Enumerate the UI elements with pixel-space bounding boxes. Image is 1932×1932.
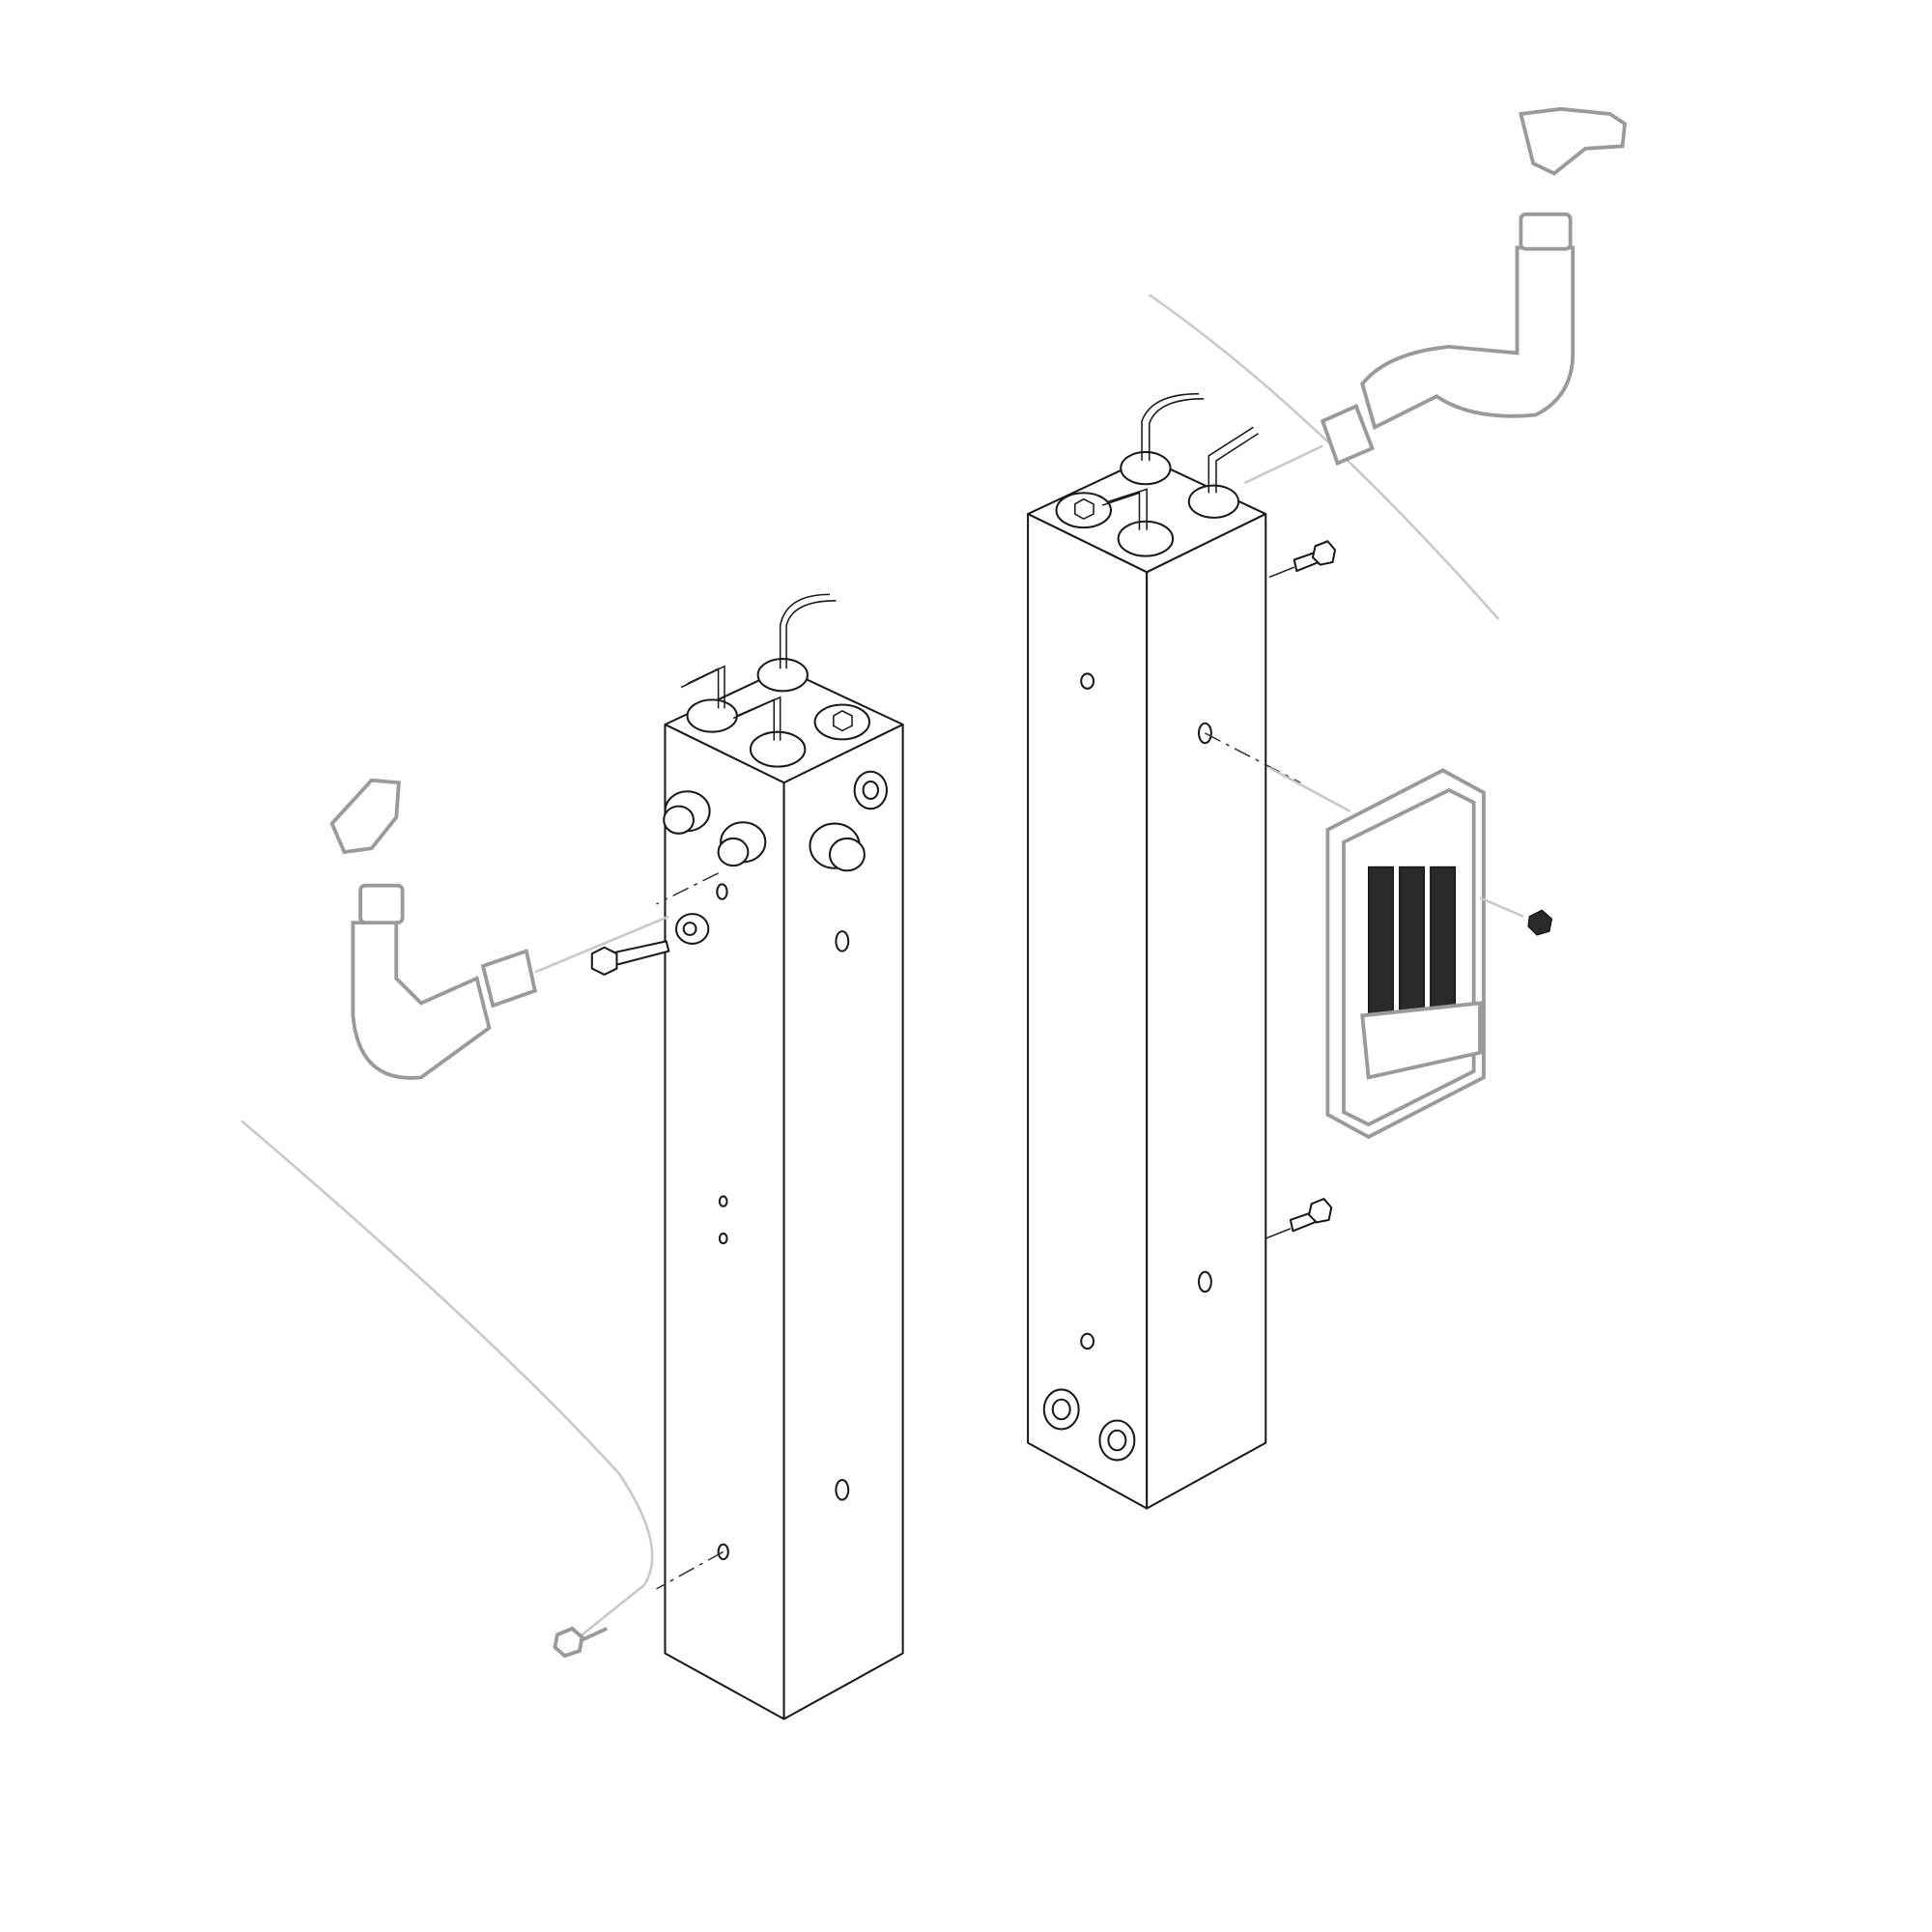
right-hose-assembly <box>1243 106 1628 485</box>
guide-line-bottom-left <box>241 1120 654 1636</box>
left-bottom-screw <box>553 1626 609 1659</box>
right-column-holes <box>1042 672 1212 1462</box>
right-upper-bolt <box>1268 540 1337 579</box>
left-valve-column <box>656 593 904 1720</box>
right-valve-column <box>1027 392 1301 1510</box>
right-top-fittings <box>1055 392 1259 557</box>
guide-line-top-right <box>1149 294 1500 620</box>
filter-cartridge-module <box>1268 766 1553 1140</box>
left-top-fittings <box>680 593 871 768</box>
right-lower-bolt <box>1264 1198 1333 1239</box>
left-side-fittings <box>663 770 888 945</box>
left-bolt <box>590 940 670 976</box>
left-hose-assembly <box>329 778 669 1080</box>
